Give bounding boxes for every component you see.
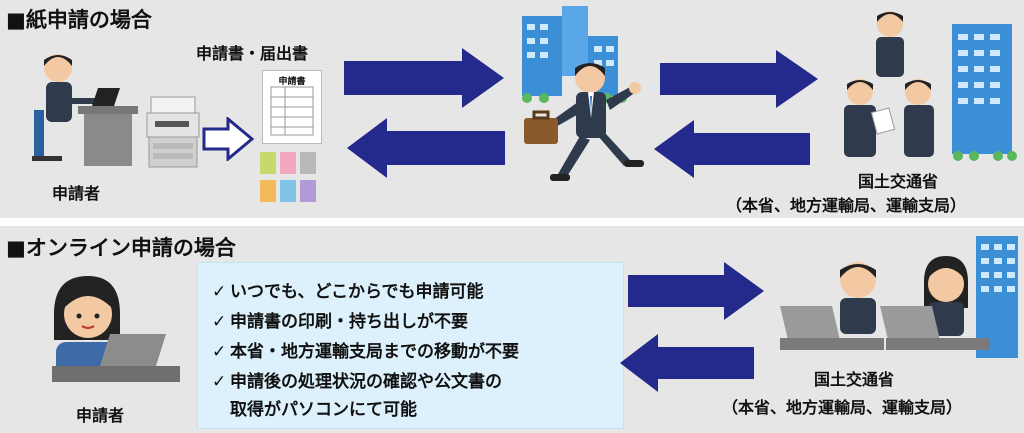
- online-benefits-box: ✓いつでも、どこからでも申請可能 ✓申請書の印刷・持ち出しが不要 ✓本省・地方運…: [197, 262, 624, 429]
- online-application-panel: ■オンライン申請の場合 申請者 ✓いつでも、どこからでも申請可能 ✓申請書の印刷…: [0, 226, 1024, 433]
- online-submit-arrow-right-icon: [628, 262, 766, 320]
- colored-documents-stack: [258, 150, 320, 206]
- paper-application-panel: ■紙申請の場合 申請者 申請書・届出書: [0, 0, 1024, 218]
- application-form-document: 申請書: [262, 70, 322, 144]
- benefit-item-continuation: 取得がパソコンにて可能: [230, 400, 417, 420]
- online-ministry-label: 国土交通省: [814, 370, 895, 389]
- benefit-item: ✓申請書の印刷・持ち出しが不要: [212, 312, 468, 332]
- form-title: 申請書: [278, 77, 306, 87]
- back-arrow-left-icon: [652, 120, 812, 178]
- paper-section-title: ■紙申請の場合: [6, 8, 152, 32]
- paper-ministry-sub-label: （本省、地方運輸局、運輸支局）: [726, 196, 967, 215]
- benefit-item: ✓いつでも、どこからでも申請可能: [212, 282, 484, 302]
- running-businessman-illustration: [512, 6, 647, 206]
- paper-ministry-label: 国土交通省: [858, 172, 939, 191]
- ministry-officials-illustration: [830, 6, 1020, 168]
- online-ministry-officials-illustration: [776, 228, 1022, 358]
- return-arrow-left-icon: [345, 118, 507, 178]
- print-output-arrow-icon: [202, 117, 254, 161]
- online-section-title: ■オンライン申請の場合: [6, 236, 236, 260]
- online-return-arrow-left-icon: [618, 334, 756, 392]
- applicant-at-desk-illustration: [28, 48, 138, 168]
- online-applicant-illustration: [48, 274, 183, 386]
- online-applicant-label: 申請者: [76, 406, 125, 425]
- benefit-item: ✓申請後の処理状況の確認や公文書の: [212, 372, 502, 392]
- online-ministry-sub-label: （本省、地方運輸局、運輸支局）: [722, 398, 963, 417]
- forward-arrow-right-icon: [660, 50, 820, 108]
- submit-arrow-right-icon: [344, 48, 506, 108]
- benefit-item: ✓本省・地方運輸支局までの移動が不要: [212, 342, 519, 362]
- printer-icon: [145, 95, 200, 170]
- documents-label: 申請書・届出書: [196, 44, 309, 63]
- paper-applicant-label: 申請者: [52, 184, 101, 203]
